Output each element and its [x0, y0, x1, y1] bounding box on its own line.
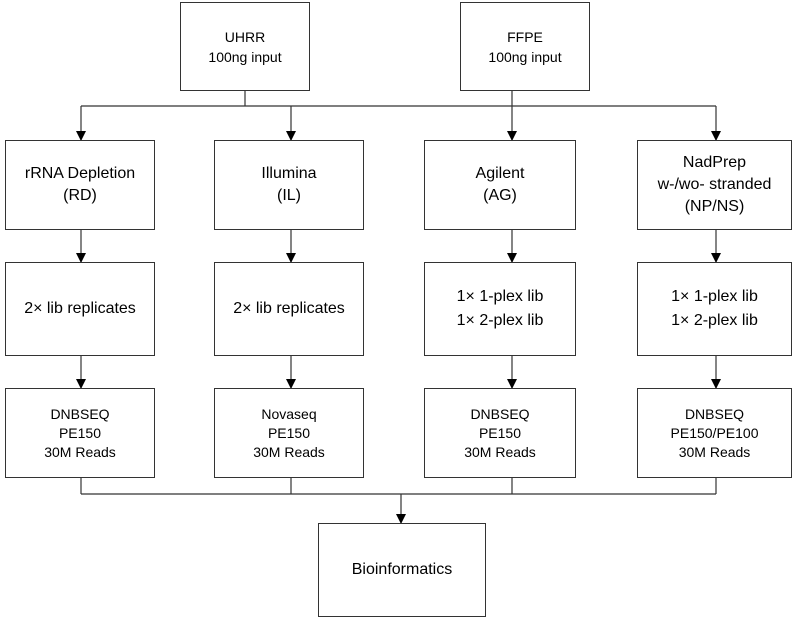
method-ag-name: Agilent: [475, 165, 525, 182]
sequencing-np-mode: PE150/PE100: [670, 424, 759, 441]
library-ag-line1: 1× 1-plex lib: [456, 288, 544, 305]
library-rd-box: 2× lib replicates: [5, 262, 155, 356]
sequencing-rd-depth: 30M Reads: [44, 443, 116, 460]
library-il-box: 2× lib replicates: [214, 262, 364, 356]
method-il-name: Illumina: [261, 165, 317, 182]
sequencing-np-platform: DNBSEQ: [684, 405, 745, 422]
sequencing-il-mode: PE150: [267, 424, 311, 441]
ffpe-label: FFPE: [507, 28, 543, 45]
method-il-box: Illumina (IL): [214, 140, 364, 230]
library-ag-box: 1× 1-plex lib 1× 2-plex lib: [424, 262, 576, 356]
sequencing-rd-mode: PE150: [58, 424, 102, 441]
uhrr-input-box: UHRR 100ng input: [180, 2, 310, 91]
method-rd-name: rRNA Depletion: [24, 165, 136, 182]
method-np-name: NadPrep: [682, 154, 747, 171]
sequencing-ag-mode: PE150: [478, 424, 522, 441]
sequencing-il-box: Novaseq PE150 30M Reads: [214, 388, 364, 478]
method-np-box: NadPrep w-/wo- stranded (NP/NS): [637, 140, 792, 230]
bioinformatics-box: Bioinformatics: [318, 523, 486, 617]
method-np-variant: w-/wo- stranded: [657, 176, 772, 193]
uhrr-amount: 100ng input: [208, 48, 282, 65]
ffpe-input-box: FFPE 100ng input: [460, 2, 590, 91]
method-rd-box: rRNA Depletion (RD): [5, 140, 155, 230]
method-il-abbr: (IL): [277, 187, 301, 204]
sequencing-il-depth: 30M Reads: [253, 443, 325, 460]
ffpe-amount: 100ng input: [488, 48, 562, 65]
sequencing-np-depth: 30M Reads: [678, 443, 751, 460]
sequencing-rd-platform: DNBSEQ: [50, 405, 110, 422]
sequencing-il-platform: Novaseq: [261, 405, 317, 422]
method-ag-abbr: (AG): [483, 187, 517, 204]
library-ag-line2: 1× 2-plex lib: [456, 312, 544, 329]
uhrr-label: UHRR: [224, 28, 266, 45]
sequencing-ag-depth: 30M Reads: [464, 443, 536, 460]
method-np-abbr: (NP/NS): [684, 198, 745, 215]
bioinformatics-label: Bioinformatics: [351, 561, 453, 578]
library-rd-text: 2× lib replicates: [24, 300, 136, 317]
library-np-line2: 1× 2-plex lib: [671, 312, 758, 329]
method-rd-abbr: (RD): [63, 187, 97, 204]
sequencing-rd-box: DNBSEQ PE150 30M Reads: [5, 388, 155, 478]
sequencing-ag-platform: DNBSEQ: [470, 405, 530, 422]
library-il-text: 2× lib replicates: [233, 300, 345, 317]
method-ag-box: Agilent (AG): [424, 140, 576, 230]
sequencing-ag-box: DNBSEQ PE150 30M Reads: [424, 388, 576, 478]
library-np-box: 1× 1-plex lib 1× 2-plex lib: [637, 262, 792, 356]
sequencing-np-box: DNBSEQ PE150/PE100 30M Reads: [637, 388, 792, 478]
library-np-line1: 1× 1-plex lib: [671, 288, 758, 305]
